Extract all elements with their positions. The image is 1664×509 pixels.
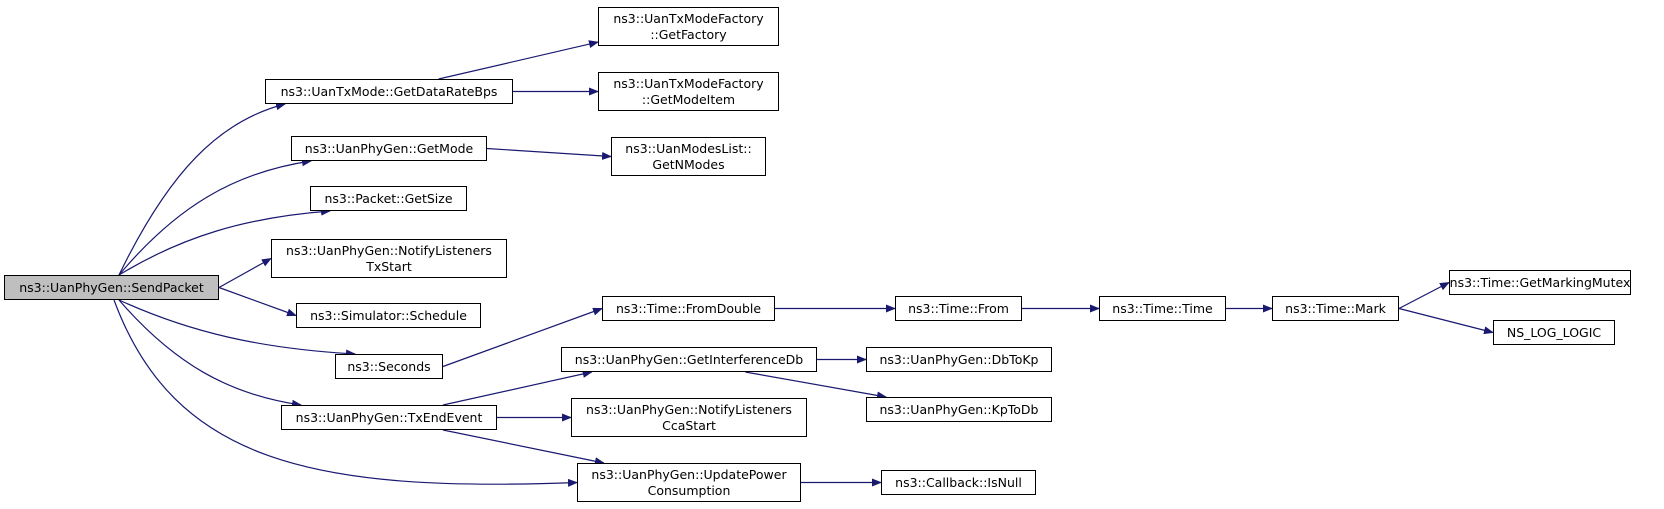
node-label-line: GetNModes xyxy=(652,156,725,172)
node-nslog[interactable]: NS_LOG_LOGIC xyxy=(1493,320,1615,345)
node-label-line: ns3::Callback::IsNull xyxy=(895,474,1022,490)
node-label-line: ns3::UanPhyGen::SendPacket xyxy=(19,279,204,295)
edge-txendevent-to-getinterferencedb xyxy=(442,370,593,406)
node-sendpacket: ns3::UanPhyGen::SendPacket xyxy=(4,275,219,300)
edge-sendpacket-to-schedule xyxy=(218,286,297,317)
node-getsize[interactable]: ns3::Packet::GetSize xyxy=(310,186,467,211)
node-txendevent[interactable]: ns3::UanPhyGen::TxEndEvent xyxy=(281,405,497,430)
node-mark[interactable]: ns3::Time::Mark xyxy=(1272,296,1399,321)
node-from[interactable]: ns3::Time::From xyxy=(895,296,1022,321)
edge-getdataratebps-to-getfactory xyxy=(438,40,599,80)
node-label-line: ns3::UanPhyGen::NotifyListeners xyxy=(286,242,492,258)
node-label-line: ns3::Packet::GetSize xyxy=(324,190,453,206)
node-kptodb[interactable]: ns3::UanPhyGen::KpToDb xyxy=(866,397,1052,422)
edge-sendpacket-to-seconds xyxy=(118,299,356,358)
node-label-line: ns3::UanPhyGen::GetInterferenceDb xyxy=(574,351,804,367)
node-getinterferencedb[interactable]: ns3::UanPhyGen::GetInterferenceDb xyxy=(561,347,817,372)
node-label-line: ns3::UanTxModeFactory xyxy=(613,75,764,91)
edge-seconds-to-fromdouble xyxy=(442,307,603,368)
node-label-line: ns3::Time::FromDouble xyxy=(615,300,762,316)
node-label-line: ::GetModeItem xyxy=(641,91,736,107)
edge-sendpacket-to-getsize xyxy=(118,207,331,276)
node-getmodeitem[interactable]: ns3::UanTxModeFactory::GetModeItem xyxy=(598,72,779,111)
node-label-line: ns3::UanPhyGen::GetMode xyxy=(304,140,474,156)
node-label-line: ns3::UanPhyGen::NotifyListeners xyxy=(586,401,792,417)
edge-txendevent-to-updatepower xyxy=(442,429,605,466)
edge-mark-to-getmarkingmutex xyxy=(1398,281,1450,310)
node-label-line: ns3::UanTxModeFactory xyxy=(613,10,764,26)
node-label-line: ::GetFactory xyxy=(650,26,727,42)
edge-getmode-to-getnmodes xyxy=(486,147,612,160)
edge-sendpacket-to-getmode xyxy=(118,158,312,276)
edge-sendpacket-to-notifytxstart xyxy=(218,257,272,289)
node-seconds[interactable]: ns3::Seconds xyxy=(335,354,443,379)
node-label-line: ns3::Time::From xyxy=(908,300,1009,316)
node-getdataratebps[interactable]: ns3::UanTxMode::GetDataRateBps xyxy=(265,79,513,104)
edge-sendpacket-to-txendevent xyxy=(118,299,302,408)
node-schedule[interactable]: ns3::Simulator::Schedule xyxy=(296,303,481,328)
node-label-line: ns3::Simulator::Schedule xyxy=(310,307,467,323)
node-label-line: ns3::Seconds xyxy=(347,358,431,374)
node-label-line: ns3::Time::GetMarkingMutex xyxy=(1449,274,1631,290)
node-label-line: NS_LOG_LOGIC xyxy=(1506,324,1602,340)
node-getnmodes[interactable]: ns3::UanModesList::GetNModes xyxy=(611,137,766,176)
node-dbtokp[interactable]: ns3::UanPhyGen::DbToKp xyxy=(866,347,1052,372)
node-label-line: CcaStart xyxy=(662,417,716,433)
node-getfactory[interactable]: ns3::UanTxModeFactory::GetFactory xyxy=(598,7,779,46)
node-fromdouble[interactable]: ns3::Time::FromDouble xyxy=(602,296,775,321)
node-label-line: ns3::Time::Time xyxy=(1112,300,1213,316)
edge-mark-to-nslog xyxy=(1398,307,1494,335)
node-isnull[interactable]: ns3::Callback::IsNull xyxy=(881,470,1036,495)
node-label-line: TxStart xyxy=(366,258,412,274)
node-getmarkingmutex[interactable]: ns3::Time::GetMarkingMutex xyxy=(1449,270,1631,295)
node-getmode[interactable]: ns3::UanPhyGen::GetMode xyxy=(291,136,487,161)
node-label-line: ns3::UanTxMode::GetDataRateBps xyxy=(280,83,498,99)
node-label-line: ns3::UanPhyGen::KpToDb xyxy=(879,401,1039,417)
node-label-line: ns3::UanPhyGen::UpdatePower xyxy=(591,466,787,482)
node-label-line: ns3::UanPhyGen::DbToKp xyxy=(879,351,1039,367)
node-label-line: ns3::UanPhyGen::TxEndEvent xyxy=(295,409,483,425)
edge-sendpacket-to-getdataratebps xyxy=(118,102,286,276)
node-label-line: ns3::Time::Mark xyxy=(1285,300,1386,316)
edge-getinterferencedb-to-kptodb xyxy=(745,371,887,400)
node-label-line: ns3::UanModesList:: xyxy=(625,140,752,156)
node-label-line: Consumption xyxy=(647,482,731,498)
node-time[interactable]: ns3::Time::Time xyxy=(1099,296,1226,321)
edge-sendpacket-to-updatepower xyxy=(113,299,578,487)
